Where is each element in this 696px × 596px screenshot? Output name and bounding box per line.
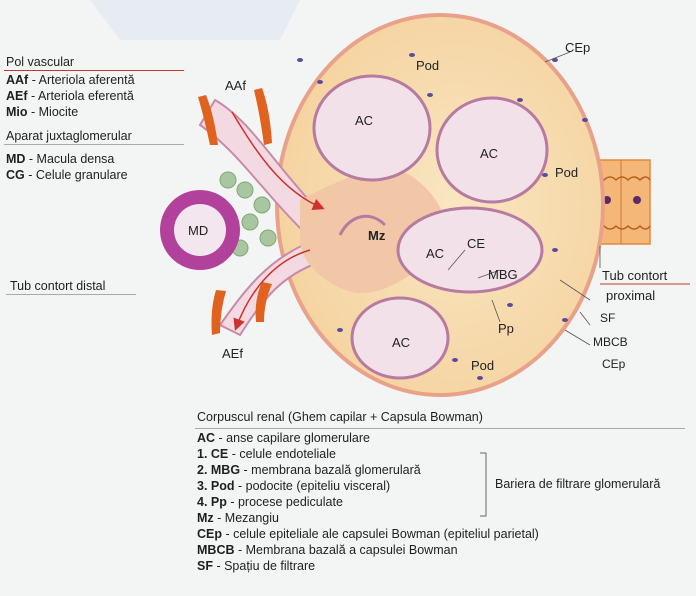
legend-pod: 3. Pod - podocite (epiteliu visceral) [197, 478, 539, 494]
label-mz: Mz [368, 228, 386, 243]
cg-row: CG - Celule granulare [6, 167, 128, 183]
legend-mz: Mz - Mezangiu [197, 510, 539, 526]
legend-pp: 4. Pp - procese pediculate [197, 494, 539, 510]
rule-aparat [4, 144, 184, 145]
myocytes-lower [212, 290, 227, 335]
label-sf: SF [600, 311, 615, 325]
label-cep-bottom: CEp [602, 357, 626, 371]
label-aaf: AAf [225, 78, 246, 93]
mio-row: Mio - Miocite [6, 104, 78, 120]
barrier-label: Bariera de filtrare glomerulară [495, 476, 660, 492]
label-ac-4: AC [392, 335, 410, 350]
label-pod-bottom: Pod [471, 358, 494, 373]
legend-ac: AC - anse capilare glomerulare [197, 430, 539, 446]
pol-vascular-title: Pol vascular [6, 54, 74, 70]
label-ac-2: AC [480, 146, 498, 161]
label-pod-top: Pod [416, 58, 439, 73]
label-mbg: MBG [488, 267, 518, 282]
background-shape [90, 0, 300, 40]
aef-row: AEf - Arteriola eferentă [6, 88, 134, 104]
label-ac-1: AC [355, 113, 373, 128]
md-row: MD - Macula densa [6, 151, 114, 167]
legend-caption: Corpuscul renal (Ghem capilar + Capsula … [197, 410, 483, 424]
legend: AC - anse capilare glomerulare 1. CE - c… [197, 430, 539, 574]
legend-cep: CEp - celule epiteliale ale capsulei Bow… [197, 526, 539, 542]
legend-mbcb: MBCB - Membrana bazală a capsulei Bowman [197, 542, 539, 558]
label-tub-proximal-2: proximal [606, 288, 655, 303]
label-pod-right: Pod [555, 165, 578, 180]
label-ce: CE [467, 236, 485, 251]
legend-sf: SF - Spațiu de filtrare [197, 558, 539, 574]
label-cep-top: CEp [565, 40, 590, 55]
label-md: MD [188, 223, 208, 238]
rule-tub-distal [6, 294, 136, 295]
aparat-title: Aparat juxtaglomerular [6, 128, 132, 144]
legend-mbg: 2. MBG - membrana bazală glomerulară [197, 462, 539, 478]
label-mbcb: MBCB [593, 335, 628, 349]
label-aef: AEf [222, 346, 243, 361]
rule-pol-vascular [4, 70, 184, 71]
aaf-row: AAf - Arteriola aferentă [6, 72, 135, 88]
label-pp: Pp [498, 321, 514, 336]
label-tub-proximal-1: Tub contort [602, 268, 668, 283]
label-ac-3: AC [426, 246, 444, 261]
rule-caption [195, 428, 685, 429]
tub-distal-label: Tub contort distal [10, 278, 105, 294]
legend-ce: 1. CE - celule endoteliale [197, 446, 539, 462]
